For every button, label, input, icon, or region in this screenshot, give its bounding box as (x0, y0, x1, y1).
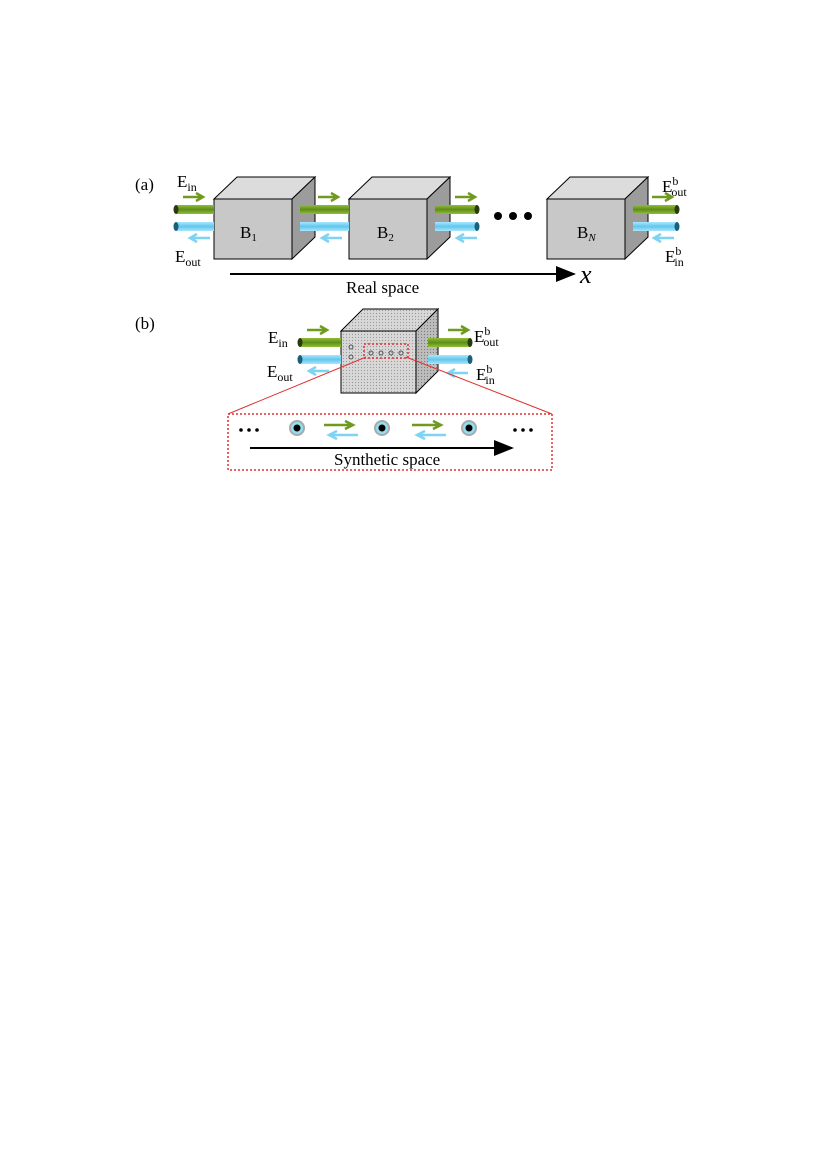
ring-2 (374, 420, 390, 436)
block-bn: BN (545, 175, 650, 261)
zoom-line-right (405, 356, 553, 415)
block-b1: B1 (212, 175, 317, 261)
label-e-in-b: Ein (268, 328, 288, 350)
synthetic-cube (339, 307, 440, 395)
label-e-out-b: Eout (267, 362, 293, 384)
real-space-label: Real space (346, 278, 419, 297)
ellipsis-right (513, 428, 533, 432)
ring-chain-enlarged (239, 419, 533, 441)
label-e-out-a: Eout (175, 247, 201, 269)
ellipsis-left (239, 428, 259, 432)
block-b2: B2 (347, 175, 452, 261)
direction-arrows-a (183, 191, 675, 244)
zoom-line-left (227, 356, 367, 415)
waveguides-a (173, 205, 680, 231)
zoom-box-small (363, 343, 409, 359)
direction-arrows-b (306, 324, 471, 379)
panel-b-label: (b) (135, 314, 155, 333)
block-b2-label: B2 (377, 223, 394, 244)
axis-symbol-x: x (579, 260, 592, 289)
label-e-in-a: Ein (177, 172, 197, 194)
ring-3 (461, 420, 477, 436)
panel-b: (b) (135, 307, 553, 471)
zoom-box-large (227, 413, 553, 471)
block-b1-label: B1 (240, 223, 257, 244)
panel-a-label: (a) (135, 175, 154, 194)
block-bn-label: BN (577, 223, 596, 244)
waveguides-b (297, 338, 473, 364)
panel-a: (a) Ein Eout B1 B2 BN (135, 172, 687, 297)
synthetic-space-label: Synthetic space (334, 450, 440, 469)
ellipsis-dots-a (494, 212, 532, 220)
ring-1 (289, 420, 305, 436)
tiny-ring-chain (348, 344, 404, 360)
